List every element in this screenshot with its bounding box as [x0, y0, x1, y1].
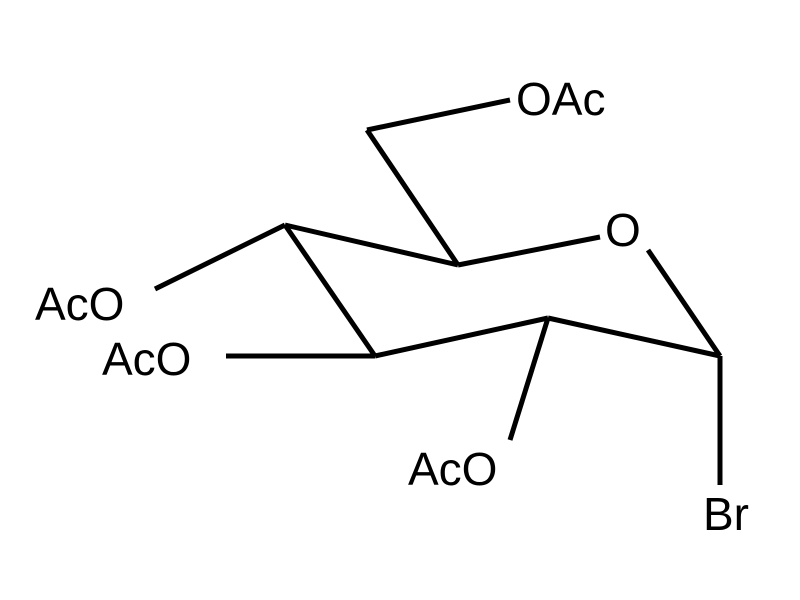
label-c3-aco: AcO	[102, 333, 191, 385]
bond-c3-c4	[282, 223, 378, 358]
label-c1-br: Br	[703, 488, 749, 540]
bond-c5-c6	[364, 128, 461, 267]
bond-c6-oac	[366, 97, 511, 133]
pyranose-ring	[282, 222, 723, 359]
label-ring-oxygen: O	[605, 204, 641, 256]
label-c4-aco: AcO	[35, 278, 124, 330]
bond-c5-o	[457, 234, 601, 268]
label-c6-oac: OAc	[516, 73, 605, 125]
bond-c2-c3	[374, 315, 549, 359]
bond-c4-c5	[284, 222, 459, 268]
bond-c2-oac	[507, 317, 551, 441]
bond-o-c1	[645, 248, 723, 358]
bond-c1-c2	[547, 315, 721, 359]
bond-c4-oac	[153, 222, 287, 292]
substituent-bonds	[153, 97, 723, 485]
label-c2-aco: AcO	[408, 443, 497, 495]
